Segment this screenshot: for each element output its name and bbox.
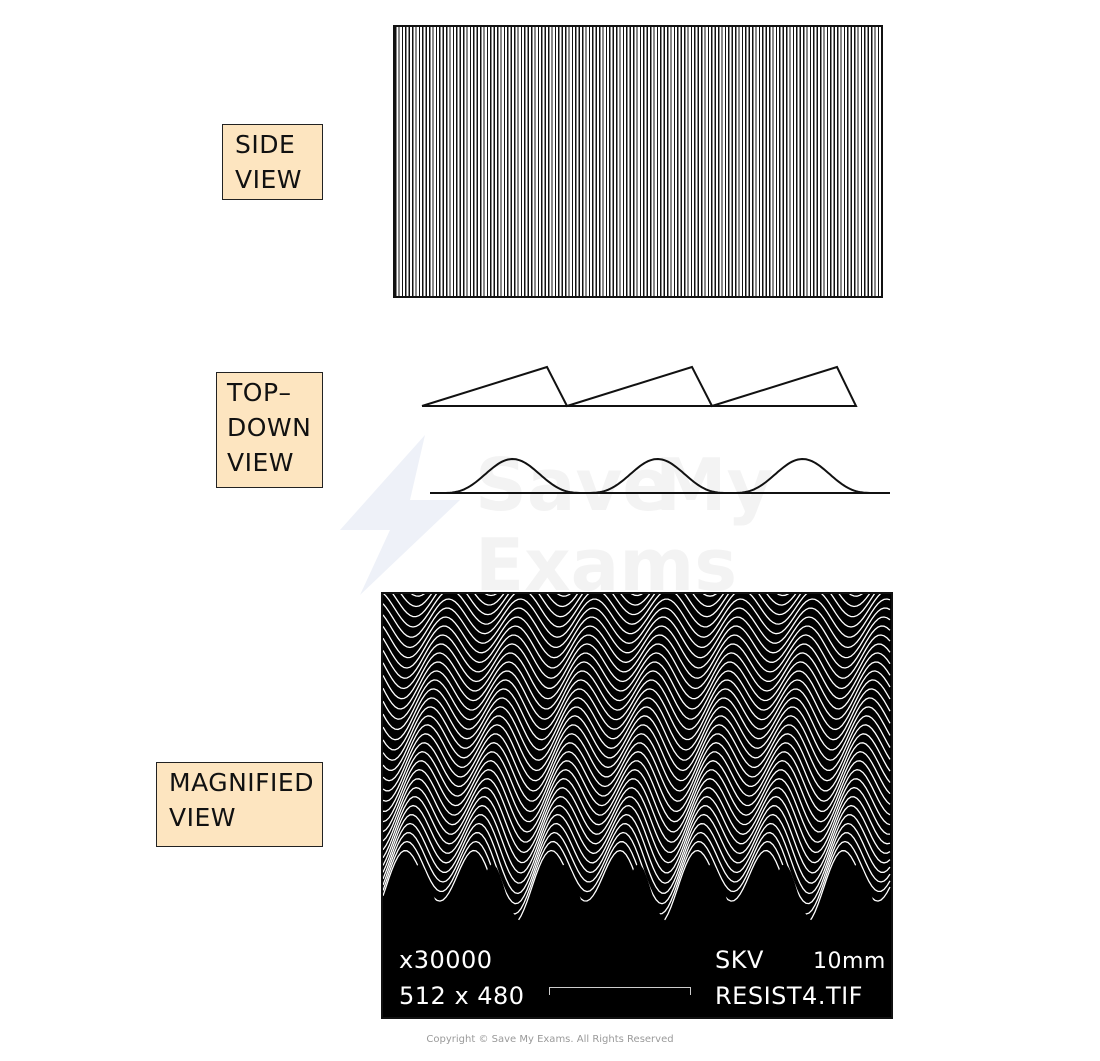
side-view-label: SIDE VIEW bbox=[222, 124, 323, 200]
magnified-view-label-line-2: VIEW bbox=[169, 803, 236, 832]
sem-wave-line bbox=[383, 616, 891, 659]
side-view-label-line-1: SIDE bbox=[235, 130, 296, 159]
sawtooth-profile bbox=[421, 365, 858, 408]
sem-wave-line bbox=[392, 594, 876, 618]
sinusoidal-profile bbox=[430, 457, 890, 494]
sem-wave-line bbox=[383, 670, 891, 720]
sem-magnification: x30000 bbox=[399, 946, 493, 974]
copyright-notice: Copyright © Save My Exams. All Rights Re… bbox=[426, 1034, 674, 1045]
sem-wave-line bbox=[410, 594, 864, 597]
sem-wave-line bbox=[383, 760, 891, 823]
top-down-profiles bbox=[421, 365, 890, 494]
sem-wave-line bbox=[383, 769, 891, 833]
sem-wave-line bbox=[383, 679, 891, 731]
top-down-view-label: TOP– DOWN VIEW bbox=[216, 372, 323, 488]
sem-dark-floor bbox=[383, 864, 891, 1017]
sem-wave-line bbox=[383, 778, 891, 843]
side-view-grating bbox=[393, 25, 883, 298]
sem-wave-line bbox=[383, 652, 891, 700]
sem-wave-line bbox=[383, 795, 891, 864]
sem-wave-line bbox=[383, 715, 891, 772]
sem-wave-line bbox=[383, 786, 891, 854]
sem-wave-pattern bbox=[383, 594, 891, 1017]
top-down-view-label-line-3: VIEW bbox=[227, 448, 294, 477]
sem-micrograph: x30000 512 x 480 SKV 10mm RESIST4.TIF bbox=[381, 592, 893, 1019]
sem-wave-line bbox=[383, 813, 891, 884]
top-down-view-label-line-2: DOWN bbox=[227, 413, 312, 442]
sem-wave-line bbox=[383, 724, 891, 782]
watermark-text-3: Exams bbox=[475, 523, 737, 600]
magnified-view-label: MAGNIFIED VIEW bbox=[156, 762, 323, 847]
sem-wave-line bbox=[383, 751, 891, 813]
sem-wave-line bbox=[383, 634, 891, 679]
sem-wave-line bbox=[400, 594, 871, 608]
side-view-label-line-2: VIEW bbox=[235, 165, 302, 194]
sem-scale-bar bbox=[549, 987, 691, 995]
sem-wave-line bbox=[383, 742, 891, 802]
sem-wave-line bbox=[383, 822, 891, 895]
top-down-view-label-line-1: TOP– bbox=[227, 378, 292, 407]
sem-wave-line bbox=[383, 643, 891, 690]
sem-wave-line bbox=[383, 706, 891, 761]
sem-wave-line bbox=[383, 804, 891, 874]
sem-filename: RESIST4.TIF bbox=[715, 982, 863, 1010]
sem-wave-line bbox=[383, 661, 891, 710]
sem-resolution: 512 x 480 bbox=[399, 982, 525, 1010]
sem-wave-line bbox=[383, 688, 891, 741]
sem-wave-line bbox=[383, 625, 891, 669]
sem-voltage: SKV bbox=[715, 946, 764, 974]
sem-wave-line bbox=[383, 598, 891, 638]
sem-wave-line bbox=[383, 733, 891, 792]
sem-wave-line bbox=[383, 594, 882, 628]
sem-wave-line bbox=[383, 607, 891, 649]
sem-working-distance: 10mm bbox=[813, 949, 886, 974]
sem-wave-line bbox=[383, 697, 891, 751]
sem-wave-line bbox=[383, 831, 891, 905]
magnified-view-label-line-1: MAGNIFIED bbox=[169, 768, 314, 797]
